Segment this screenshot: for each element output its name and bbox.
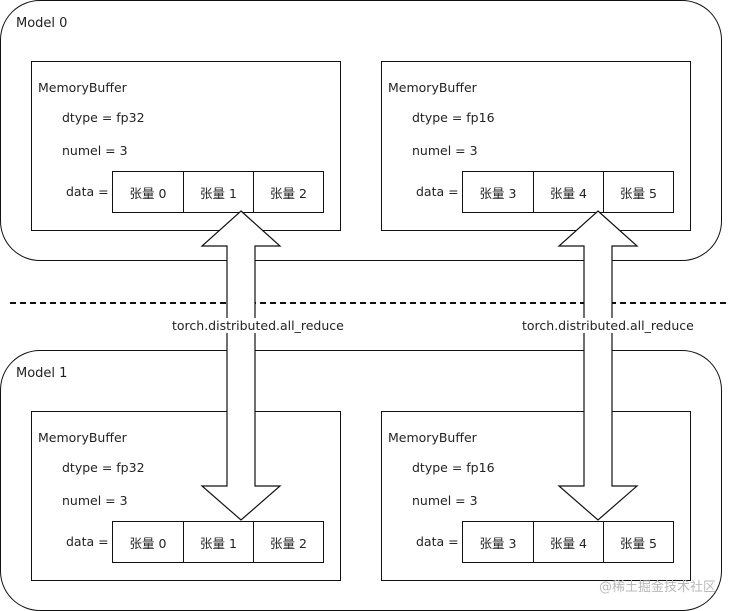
tensor-cell: 张量 5 — [603, 522, 673, 562]
buffer-numel: numel = 3 — [62, 143, 128, 158]
tensor-cell: 张量 3 — [479, 535, 517, 551]
tensor-cell: 张量 4 — [533, 522, 603, 562]
model-1-buffer-fp32: MemoryBuffer dtype = fp32 numel = 3 data… — [31, 411, 341, 581]
model-0-buffer-fp32: MemoryBuffer dtype = fp32 numel = 3 data… — [31, 61, 341, 231]
tensor-cell: 张量 2 — [253, 172, 323, 212]
all-reduce-label-right: torch.distributed.all_reduce — [520, 318, 696, 333]
tensor-cell: 张量 0 — [129, 535, 167, 551]
tensor-cells: 张量 3 张量 4 张量 5 — [462, 171, 674, 213]
buffer-numel: numel = 3 — [412, 493, 478, 508]
buffer-title: MemoryBuffer — [38, 80, 127, 95]
tensor-cells: 张量 0 张量 1 张量 2 — [112, 171, 324, 213]
tensor-cell: 张量 1 — [183, 522, 253, 562]
model-0-container: Model 0 MemoryBuffer dtype = fp32 numel … — [0, 0, 722, 261]
model-1-buffer-fp16: MemoryBuffer dtype = fp16 numel = 3 data… — [381, 411, 691, 581]
buffer-title: MemoryBuffer — [388, 430, 477, 445]
buffer-data-label: data = — [66, 534, 109, 549]
all-reduce-arrow-left — [200, 210, 282, 521]
buffer-data-label: data = — [416, 184, 459, 199]
tensor-cell: 张量 4 — [533, 172, 603, 212]
model-0-label: Model 0 — [16, 16, 68, 31]
buffer-data-label: data = — [416, 534, 459, 549]
tensor-cell: 张量 3 — [479, 185, 517, 201]
all-reduce-label-left: torch.distributed.all_reduce — [170, 318, 346, 333]
buffer-title: MemoryBuffer — [388, 80, 477, 95]
tensor-cell: 张量 0 — [129, 185, 167, 201]
model-1-label: Model 1 — [16, 366, 68, 381]
model-0-buffer-fp16: MemoryBuffer dtype = fp16 numel = 3 data… — [381, 61, 691, 231]
buffer-dtype: dtype = fp16 — [412, 110, 495, 125]
watermark: @稀土掘金技术社区 — [598, 580, 716, 595]
all-reduce-arrow-right — [557, 210, 639, 521]
tensor-cell: 张量 1 — [183, 172, 253, 212]
tensor-cells: 张量 3 张量 4 张量 5 — [462, 521, 674, 563]
buffer-dtype: dtype = fp32 — [62, 460, 145, 475]
buffer-dtype: dtype = fp32 — [62, 110, 145, 125]
buffer-numel: numel = 3 — [62, 493, 128, 508]
buffer-title: MemoryBuffer — [38, 430, 127, 445]
tensor-cell: 张量 5 — [603, 172, 673, 212]
tensor-cell: 张量 2 — [253, 522, 323, 562]
buffer-dtype: dtype = fp16 — [412, 460, 495, 475]
process-divider — [10, 302, 726, 304]
buffer-numel: numel = 3 — [412, 143, 478, 158]
tensor-cells: 张量 0 张量 1 张量 2 — [112, 521, 324, 563]
buffer-data-label: data = — [66, 184, 109, 199]
